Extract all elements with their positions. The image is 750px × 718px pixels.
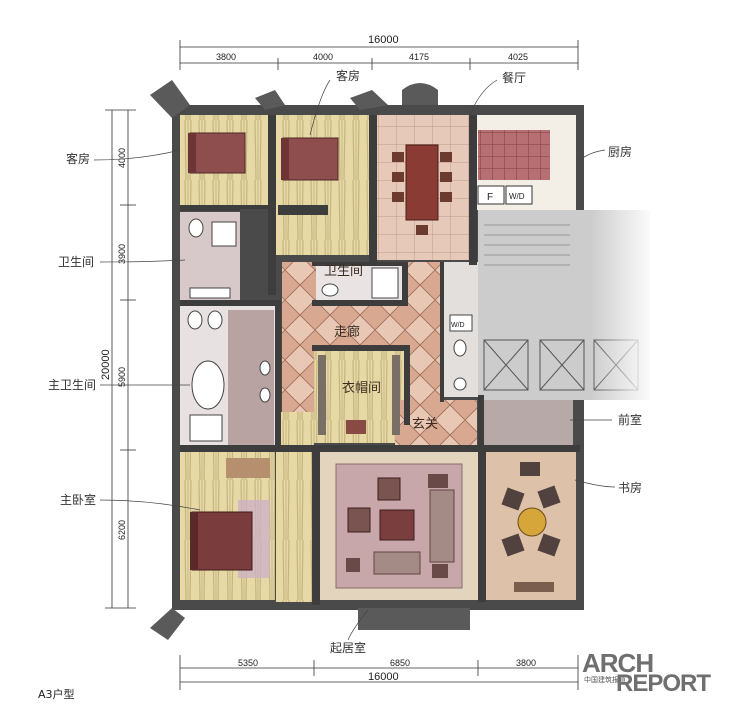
left-dimension-1: 4000 bbox=[117, 148, 127, 168]
staircase bbox=[484, 224, 570, 266]
room-label-master-bathroom: 主卫生间 bbox=[48, 378, 96, 392]
floor-plan-caption: A3户型 bbox=[38, 688, 75, 701]
fridge-label: F bbox=[487, 192, 493, 203]
foyer-floor bbox=[478, 400, 573, 448]
bottom-dimension-3: 3800 bbox=[516, 658, 536, 668]
room-label-master-bedroom: 主卧室 bbox=[60, 492, 96, 507]
study-furniture bbox=[501, 462, 561, 592]
left-dimension-lines bbox=[105, 109, 136, 609]
top-dimension-1: 3800 bbox=[216, 52, 236, 62]
left-total-dimension: 20000 bbox=[100, 349, 112, 380]
kitchen-counter bbox=[478, 130, 550, 180]
master-bed bbox=[190, 458, 270, 578]
left-dimension-4: 6200 bbox=[117, 520, 127, 540]
closet-shelves bbox=[318, 355, 400, 435]
top-dimension-lines bbox=[179, 40, 579, 70]
logo-line-2: REPORT bbox=[616, 670, 711, 697]
kitchen-fixtures bbox=[477, 185, 533, 205]
bottom-total-dimension: 16000 bbox=[368, 671, 399, 683]
left-dimension-3: 5900 bbox=[117, 367, 127, 387]
room-label-bathroom-center: 卫生间 bbox=[324, 264, 363, 279]
left-dimension-2: 3900 bbox=[117, 244, 127, 264]
room-label-kitchen: 厨房 bbox=[608, 144, 632, 159]
top-dimension-3: 4175 bbox=[409, 52, 429, 62]
room-label-guest-bedroom-left: 客房 bbox=[66, 151, 90, 166]
room-label-dining: 餐厅 bbox=[502, 70, 526, 85]
room-label-foyer: 前室 bbox=[618, 412, 642, 427]
guest-bedroom-top-floor bbox=[276, 115, 369, 255]
bottom-dimension-1: 5350 bbox=[238, 658, 258, 668]
bottom-dimension-lines bbox=[179, 655, 579, 690]
guest-bed-left bbox=[188, 132, 246, 174]
image-fade bbox=[590, 200, 655, 410]
living-room-furniture bbox=[346, 474, 455, 578]
logo-line-1: ARCH bbox=[582, 648, 654, 678]
guest-bed-top bbox=[281, 137, 339, 181]
room-label-bathroom-left: 卫生间 bbox=[58, 255, 94, 269]
interior-walls bbox=[180, 115, 580, 605]
logo-subtitle: 中国建筑报道 bbox=[584, 676, 626, 684]
master-bathroom-vanity bbox=[228, 310, 274, 445]
hall-floor bbox=[276, 412, 314, 602]
room-label-corridor: 走廊 bbox=[334, 324, 360, 340]
room-label-study: 书房 bbox=[618, 480, 642, 495]
leader-lines bbox=[93, 79, 616, 641]
room-label-guest-bedroom-top: 客房 bbox=[336, 68, 360, 83]
bottom-dimension-2: 6850 bbox=[390, 658, 410, 668]
room-label-closet: 衣帽间 bbox=[342, 380, 381, 396]
top-dimension-2: 4000 bbox=[313, 52, 333, 62]
bathroom-fixtures bbox=[187, 218, 473, 442]
washer-label-2: W/D bbox=[451, 322, 465, 329]
top-total-dimension: 16000 bbox=[368, 34, 399, 46]
washer-label: W/D bbox=[509, 192, 525, 201]
dining-table bbox=[392, 144, 452, 235]
arch-report-logo: ARCH 中国建筑报道 REPORT bbox=[578, 648, 743, 700]
room-label-entrance: 玄关 bbox=[412, 417, 438, 432]
top-dimension-4: 4025 bbox=[508, 52, 528, 62]
room-label-living-room: 起居室 bbox=[330, 640, 366, 655]
